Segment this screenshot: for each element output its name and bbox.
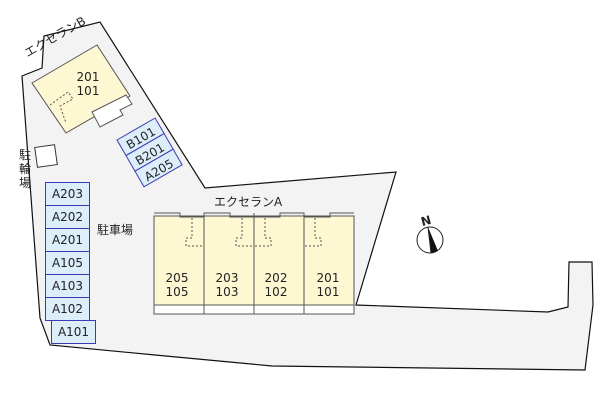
building-a-unit-102: 102 xyxy=(264,285,288,299)
north-arrow-icon xyxy=(416,226,444,254)
parking-space-a201: A201 xyxy=(45,228,90,252)
building-a xyxy=(153,212,355,315)
bicycle-parking-area xyxy=(34,144,58,168)
building-b-unit-upper: 201 xyxy=(76,70,100,84)
building-a-name: エクセランA xyxy=(214,195,283,209)
parking-space-a101: A101 xyxy=(51,320,96,344)
building-a-unit-201: 201 xyxy=(316,271,340,285)
building-a-unit-103: 103 xyxy=(215,285,239,299)
building-a-unit-101: 101 xyxy=(316,285,340,299)
parking-space-a102: A102 xyxy=(45,297,90,321)
building-a-unit-105: 105 xyxy=(165,285,189,299)
building-a-unit-203: 203 xyxy=(215,271,239,285)
parking-space-a103: A103 xyxy=(45,274,90,298)
building-b-unit-lower: 101 xyxy=(76,84,100,98)
building-a-unit-202: 202 xyxy=(264,271,288,285)
parking-space-a105: A105 xyxy=(45,251,90,275)
car-parking-label: 駐車場 xyxy=(97,223,134,237)
parking-space-a202: A202 xyxy=(45,205,90,229)
parking-space-a203: A203 xyxy=(45,182,90,206)
building-b xyxy=(31,44,133,134)
diagonal-parking xyxy=(116,117,183,188)
bicycle-parking-label: 駐 輪 場 xyxy=(18,148,31,190)
building-a-unit-205: 205 xyxy=(165,271,189,285)
